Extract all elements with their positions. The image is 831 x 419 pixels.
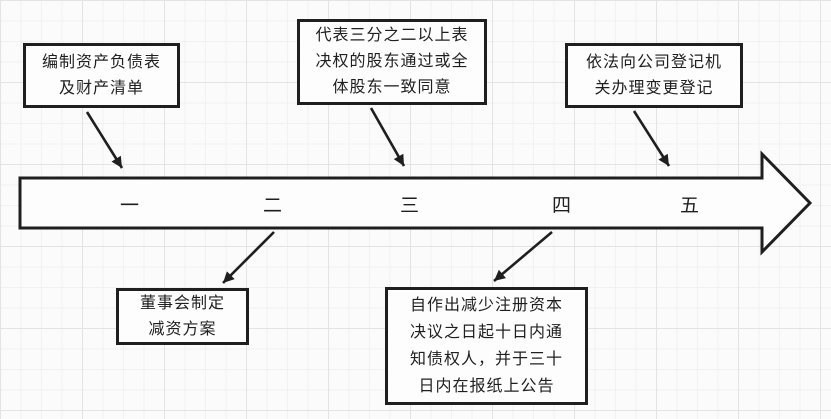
- connector-step4-arrow: [493, 231, 553, 282]
- timeline-step-4-label: 四: [551, 195, 573, 217]
- timeline-step-5-label: 五: [679, 195, 701, 217]
- annotation-text-line: 关办理变更登记: [594, 79, 714, 97]
- annotation-text-line: 决议之日起十日内通: [409, 324, 563, 341]
- connector-step2-arrow: [222, 231, 275, 284]
- annotation-text-line: 依法向公司登记机: [585, 53, 722, 71]
- connector-step5-arrow: [632, 110, 671, 167]
- annotation-text-line: 日内在报纸上公告: [418, 378, 555, 395]
- annotation-box-step3: 代表三分之二以上表 决权的股东通过或全 体股东一致同意: [297, 19, 487, 105]
- annotation-text-line: 决权的股东通过或全: [315, 53, 469, 70]
- annotation-box-step1: 编制资产负债表 及财产清单: [23, 43, 180, 108]
- annotation-text-line: 减资方案: [148, 320, 217, 338]
- timeline-step-1-label: 一: [119, 195, 141, 217]
- connector-step3-arrow: [369, 107, 406, 167]
- annotation-box-step4: 自作出减少注册资本 决议之日起十日内通 知债权人，并于三十 日内在报纸上公告: [385, 287, 588, 405]
- timeline-arrow-shape: [18, 150, 813, 256]
- annotation-text-line: 代表三分之二以上表: [315, 27, 469, 44]
- timeline-step-3-label: 三: [399, 195, 421, 217]
- annotation-box-step5: 依法向公司登记机 关办理变更登记: [565, 43, 743, 108]
- annotation-text-line: 董事会制定: [139, 294, 225, 312]
- annotation-text-line: 及财产清单: [58, 79, 144, 97]
- annotation-text-line: 知债权人，并于三十: [409, 351, 563, 368]
- connector-step1-arrow: [85, 111, 124, 169]
- timeline-step-2-label: 二: [262, 195, 284, 217]
- annotation-text-line: 体股东一致同意: [332, 79, 452, 96]
- annotation-text-line: 编制资产负债表: [41, 53, 161, 71]
- annotation-box-step2: 董事会制定 减资方案: [116, 288, 249, 345]
- annotation-text-line: 自作出减少注册资本: [409, 297, 563, 314]
